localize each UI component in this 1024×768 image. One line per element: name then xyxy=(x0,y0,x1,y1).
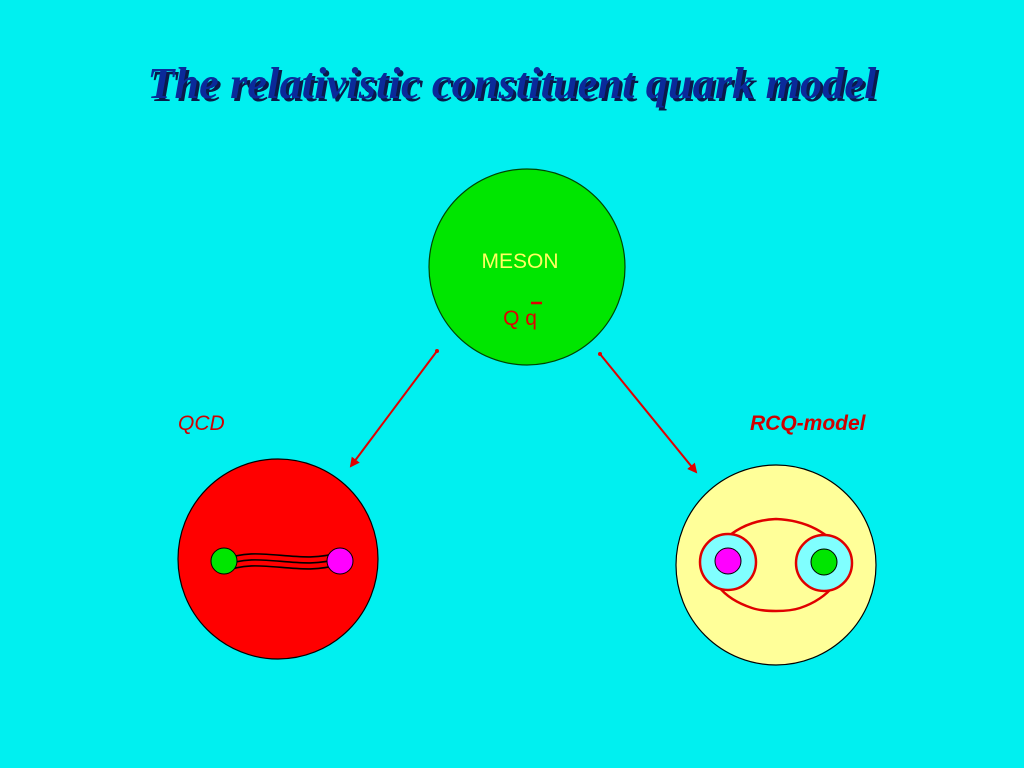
meson-content: Q q xyxy=(503,307,537,330)
gluon-string-3 xyxy=(223,563,341,573)
quark-green-rcq xyxy=(810,548,838,576)
quark-magenta xyxy=(326,547,354,575)
quark-magenta-rcq xyxy=(714,547,742,575)
meson-node: MESON Q q xyxy=(428,168,626,366)
slide-title: The relativistic constituent quark model xyxy=(147,59,877,108)
qcd-circle xyxy=(177,458,379,660)
rcq-circle xyxy=(675,464,877,666)
meson-label: MESON xyxy=(481,250,558,273)
arrow-down-left-icon xyxy=(349,349,439,468)
quark-green xyxy=(210,547,238,575)
qcd-meson-node xyxy=(177,458,379,660)
meson-circle xyxy=(428,168,626,366)
rcq-meson-node xyxy=(675,464,877,666)
arrow-down-right-icon xyxy=(598,352,698,474)
qcd-label: QCD xyxy=(178,412,225,435)
rcq-model-label: RCQ-model xyxy=(750,412,867,435)
